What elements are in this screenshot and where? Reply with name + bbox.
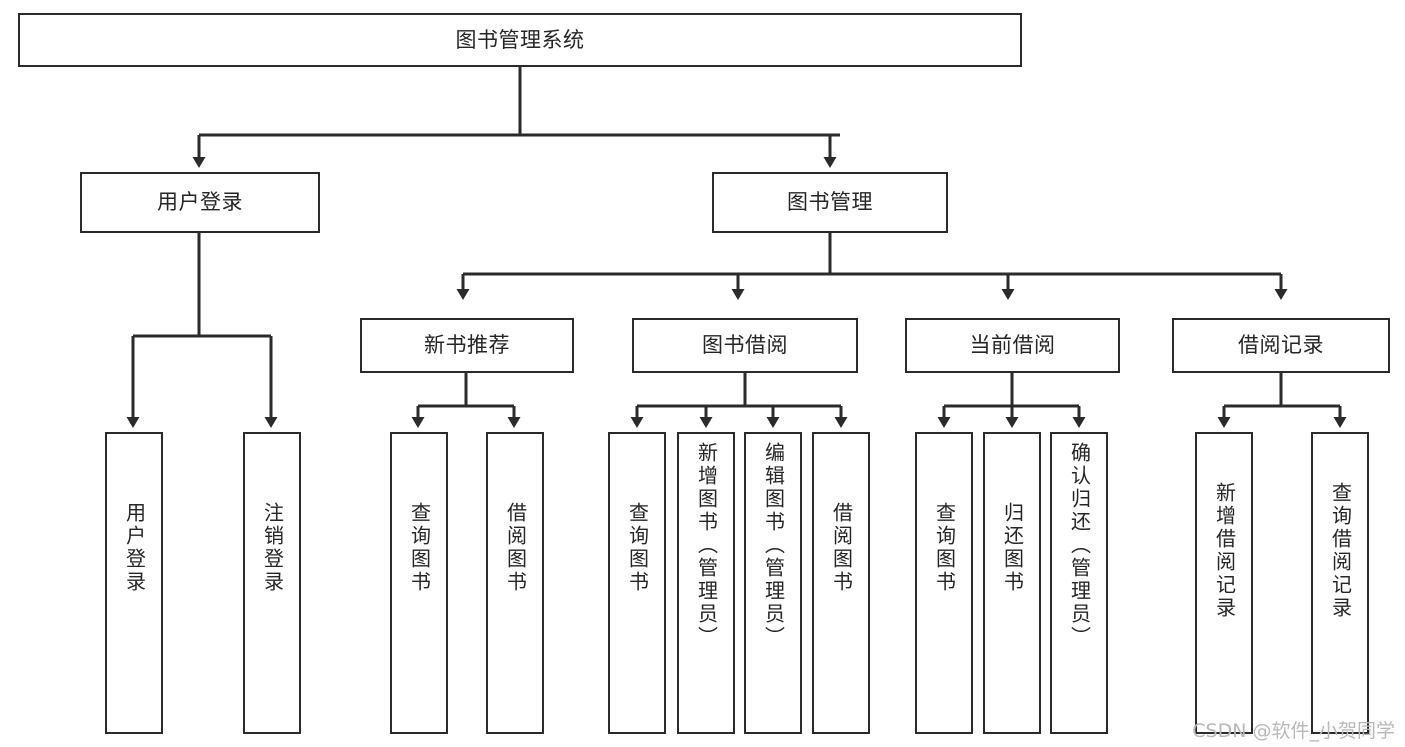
leaf-record-query-record[interactable]: 查询借阅记录 — [1311, 432, 1369, 734]
leaf-current-return-book[interactable]: 归还图书 — [983, 432, 1041, 734]
leaf-borrow-query-book[interactable]: 查询图书 — [608, 432, 666, 734]
node-book-management[interactable]: 图书管理 — [712, 172, 948, 233]
node-label: 借阅图书 — [503, 502, 528, 594]
node-label: 查询图书 — [407, 502, 432, 594]
node-label: 新增借阅记录 — [1212, 482, 1237, 620]
leaf-user-login-logout[interactable]: 注销登录 — [243, 432, 301, 734]
leaf-record-add-record[interactable]: 新增借阅记录 — [1195, 432, 1253, 734]
leaf-recommend-query-book[interactable]: 查询图书 — [390, 432, 448, 734]
node-user-login[interactable]: 用户登录 — [80, 172, 320, 233]
node-root-system[interactable]: 图书管理系统 — [18, 13, 1022, 67]
node-label: 图书管理 — [787, 190, 873, 215]
node-label: 归还图书 — [1000, 502, 1025, 594]
node-label: 图书管理系统 — [455, 27, 585, 52]
node-label: 确认归还（管理员） — [1067, 442, 1092, 649]
node-label: 用户登录 — [157, 190, 243, 215]
node-label: 注销登录 — [260, 502, 285, 594]
node-label: 借阅图书 — [829, 502, 854, 594]
node-label: 用户登录 — [122, 502, 147, 594]
leaf-user-login-login[interactable]: 用户登录 — [105, 432, 163, 734]
node-borrow-record[interactable]: 借阅记录 — [1172, 318, 1390, 373]
node-label: 查询图书 — [932, 502, 957, 594]
node-label: 查询借阅记录 — [1328, 482, 1353, 620]
node-new-book-recommend[interactable]: 新书推荐 — [360, 318, 574, 373]
node-label: 当前借阅 — [969, 333, 1056, 358]
node-label: 新书推荐 — [424, 333, 510, 358]
leaf-borrow-add-book-admin[interactable]: 新增图书（管理员） — [677, 432, 735, 734]
node-label: 新增图书（管理员） — [694, 442, 719, 649]
node-label: 查询图书 — [625, 502, 650, 594]
node-book-borrow[interactable]: 图书借阅 — [632, 318, 858, 373]
leaf-current-query-book[interactable]: 查询图书 — [915, 432, 973, 734]
leaf-current-confirm-return-admin[interactable]: 确认归还（管理员） — [1050, 432, 1108, 734]
node-label: 图书借阅 — [702, 333, 788, 358]
leaf-recommend-borrow-book[interactable]: 借阅图书 — [486, 432, 544, 734]
node-current-borrow[interactable]: 当前借阅 — [905, 318, 1120, 373]
leaf-borrow-borrow-book[interactable]: 借阅图书 — [812, 432, 870, 734]
node-label: 编辑图书（管理员） — [761, 442, 786, 649]
leaf-borrow-edit-book-admin[interactable]: 编辑图书（管理员） — [744, 432, 802, 734]
node-label: 借阅记录 — [1238, 333, 1324, 358]
